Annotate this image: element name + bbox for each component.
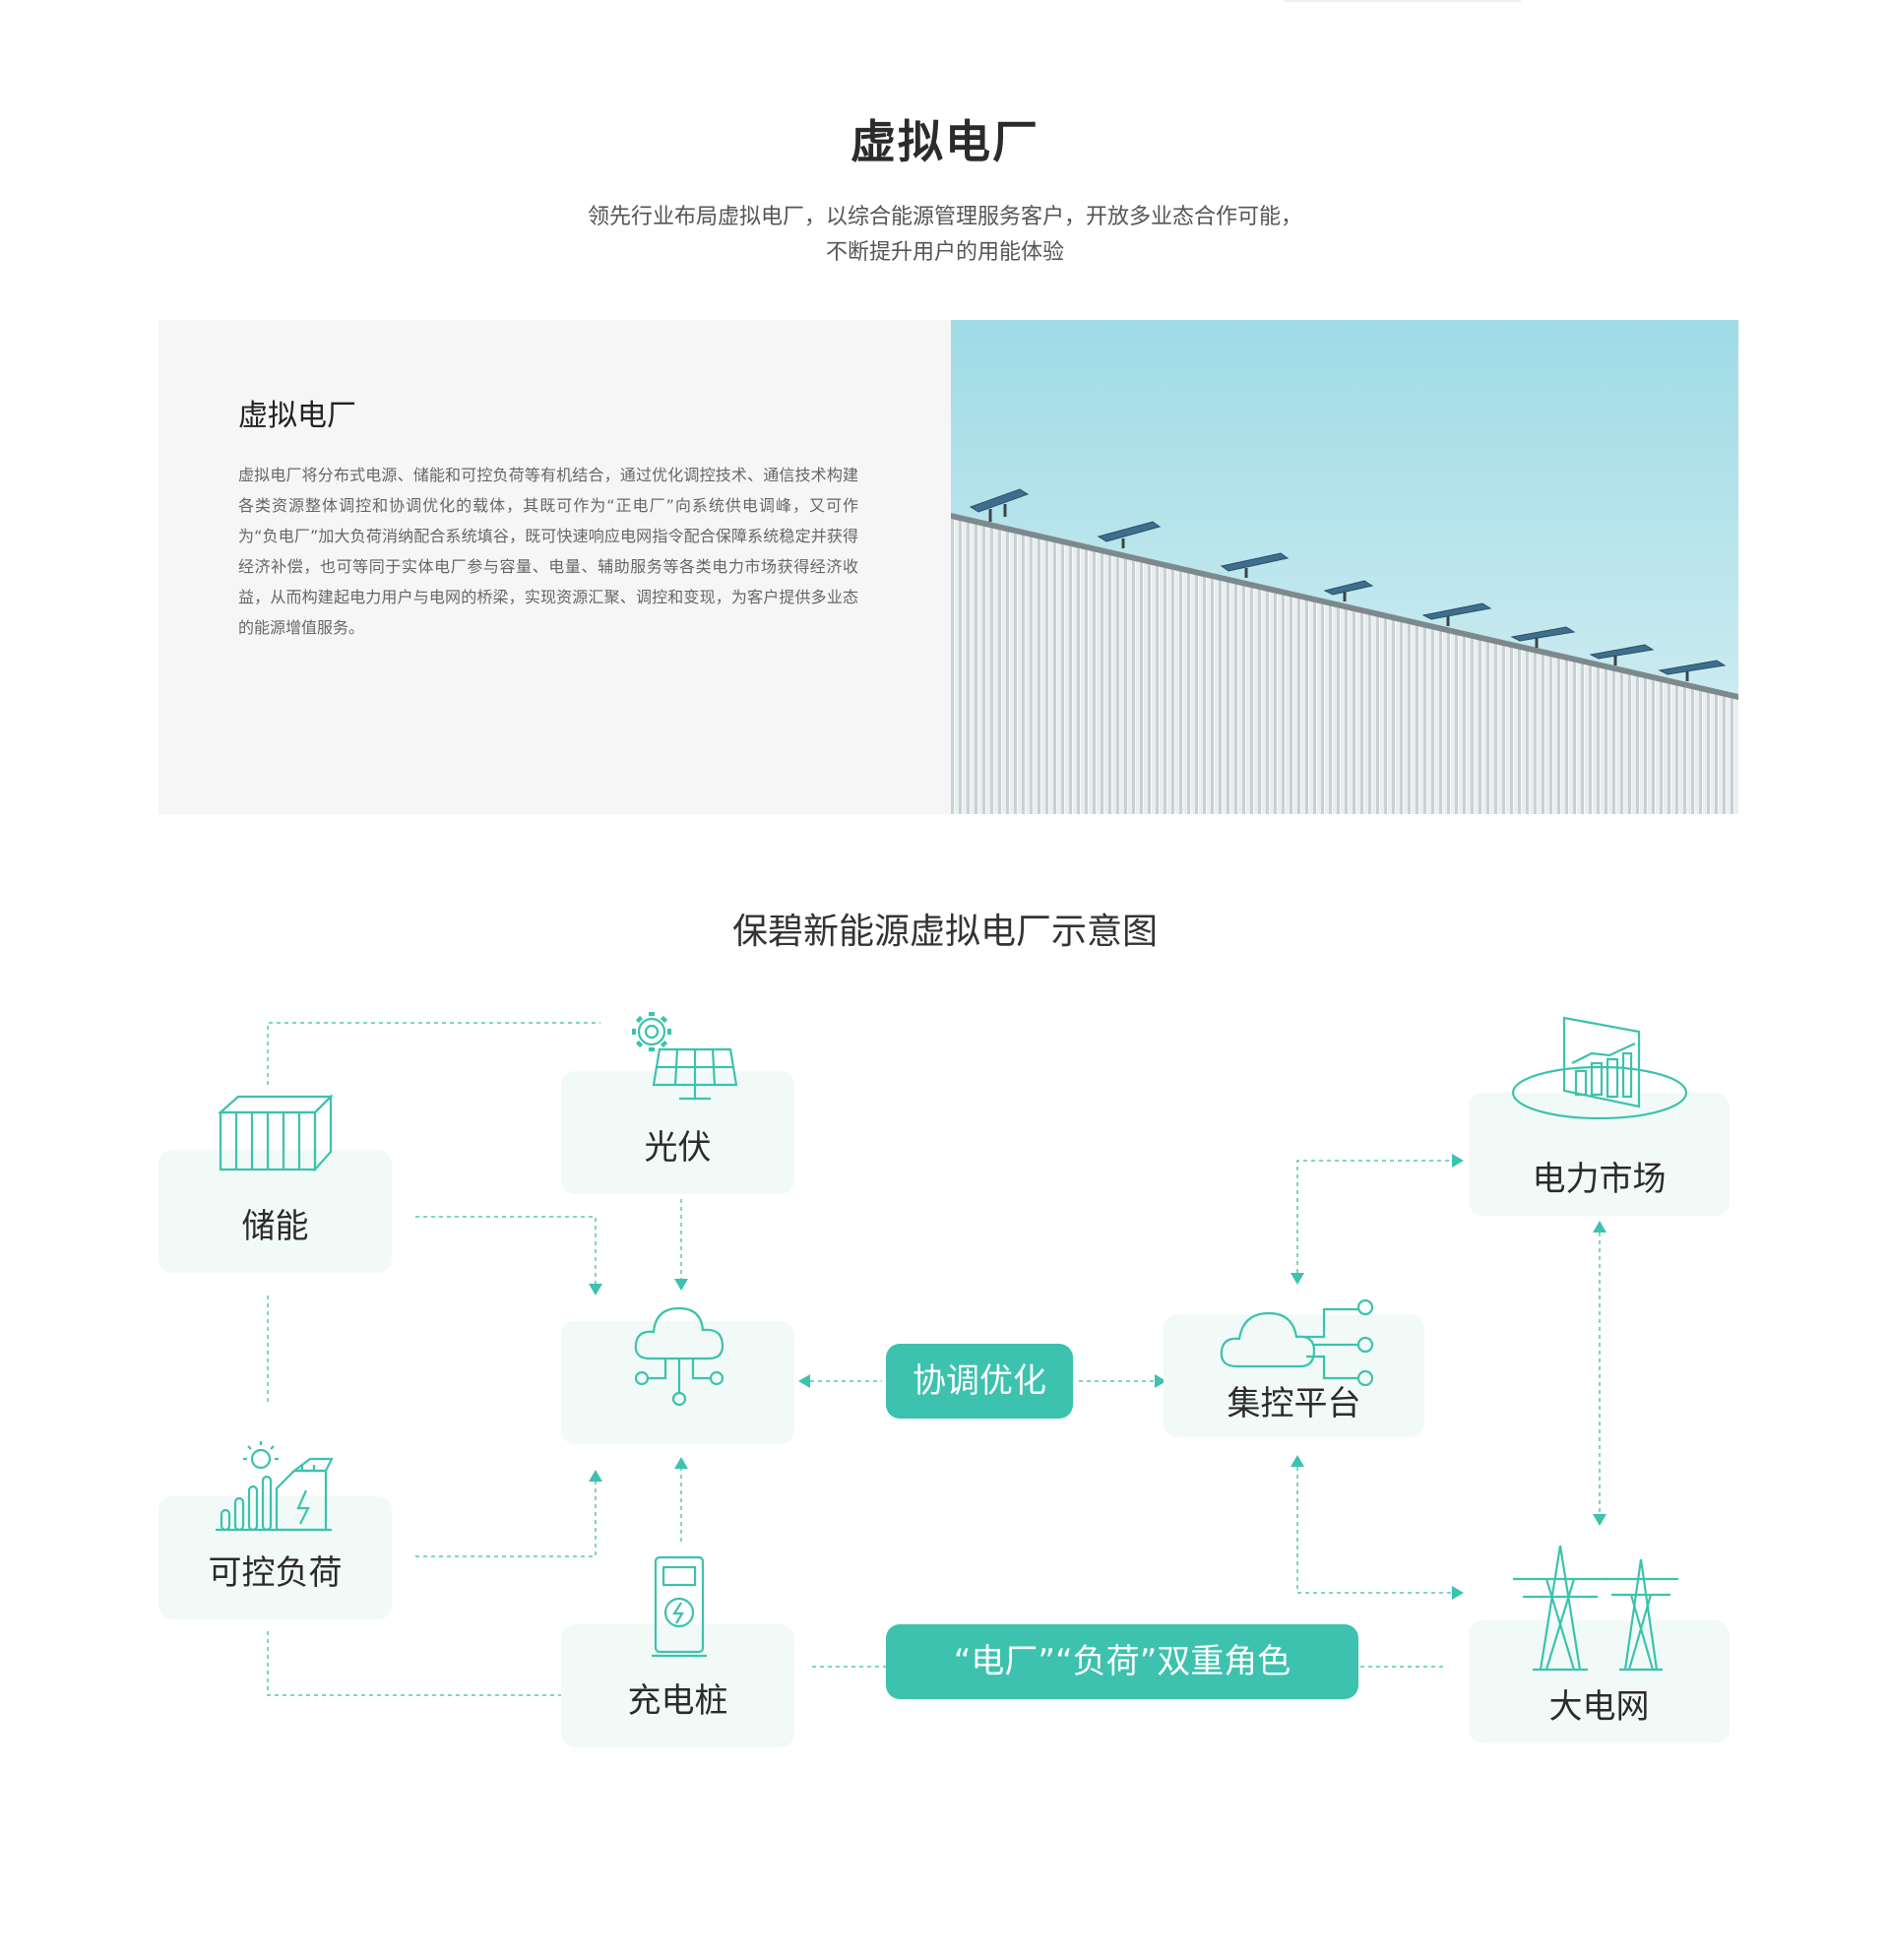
pill-dual-role: “电厂”“负荷”双重角色 [886,1624,1358,1699]
node-charging-pile: 充电桩 [561,1624,794,1747]
node-power-market: 电力市场 [1469,1093,1730,1216]
controllable-load-icon [216,1441,334,1532]
arrow-pv-hub [674,1279,688,1291]
arrow-to-platform-top [1291,1273,1304,1285]
cloud-network-icon [634,1306,724,1407]
arrow-to-platform-bottom [1291,1455,1304,1467]
intro-text-panel: 虚拟电厂 虚拟电厂将分布式电源、储能和可控负荷等有机结合，通过优化调控技术、通信… [158,320,951,814]
arrow-storage-hub [589,1284,602,1296]
node-grid: 大电网 [1469,1620,1730,1743]
transmission-tower-icon [1513,1546,1678,1672]
page-subtitle-line2: 不断提升用户的用能体验 [825,240,1064,265]
connector-load-hub [415,1482,597,1557]
connector-load-charge [267,1631,600,1696]
cloud-platform-icon [1220,1298,1373,1386]
charging-station-icon [652,1555,707,1658]
arrow-to-market-up [1593,1221,1606,1233]
vpp-diagram: 光伏 储能 可控负荷 充电桩 集控平台 电力市场 大电网 协调优化 “电厂”“负… [0,965,1890,1772]
arrow-to-platform [1155,1374,1166,1388]
page-subtitle-line1: 领先行业布局虚拟电厂，以综合能源管理服务客户，开放多业态合作可能， [587,205,1302,229]
intro-photo-solar-roof [951,320,1738,814]
page-title: 虚拟电厂 [850,115,1040,168]
node-photovoltaic-label: 光伏 [644,1128,712,1168]
connector-storage-hub [415,1216,597,1284]
node-hub [561,1321,794,1444]
market-chart-icon [1511,1016,1688,1120]
intro-title: 虚拟电厂 [238,399,356,433]
node-grid-label: 大电网 [1548,1687,1650,1727]
arrow-load-hub [589,1470,602,1482]
intro-body: 虚拟电厂将分布式电源、储能和可控负荷等有机结合，通过优化调控技术、通信技术构建各… [238,466,858,637]
diagram-connectors [267,1022,1606,1696]
arrow-to-market [1452,1154,1464,1168]
solar-panel-gear-icon [632,1012,738,1101]
node-charging-pile-label: 充电桩 [627,1681,728,1721]
node-controllable-load: 可控负荷 [158,1496,392,1619]
arrow-to-hub [798,1374,810,1388]
connector-platform-market [1296,1160,1452,1273]
diagram-title: 保碧新能源虚拟电厂示意图 [731,912,1158,952]
arrow-charge-hub [674,1457,688,1469]
node-control-platform-label: 集控平台 [1227,1384,1361,1423]
top-divider [1285,0,1521,2]
node-photovoltaic: 光伏 [561,1071,794,1194]
node-controllable-load-label: 可控负荷 [208,1553,343,1593]
intro-section: 虚拟电厂 虚拟电厂将分布式电源、储能和可控负荷等有机结合，通过优化调控技术、通信… [158,320,1738,814]
connector-storage-pv [267,1022,600,1085]
connector-platform-grid [1296,1467,1452,1594]
node-storage-label: 储能 [241,1207,309,1246]
node-power-market-label: 电力市场 [1532,1160,1667,1199]
arrow-to-grid [1452,1586,1464,1600]
pill-coordinate-optimize: 协调优化 [886,1344,1073,1419]
node-control-platform: 集控平台 [1164,1314,1424,1437]
arrow-to-grid-down [1593,1514,1606,1526]
battery-storage-icon [218,1094,334,1171]
